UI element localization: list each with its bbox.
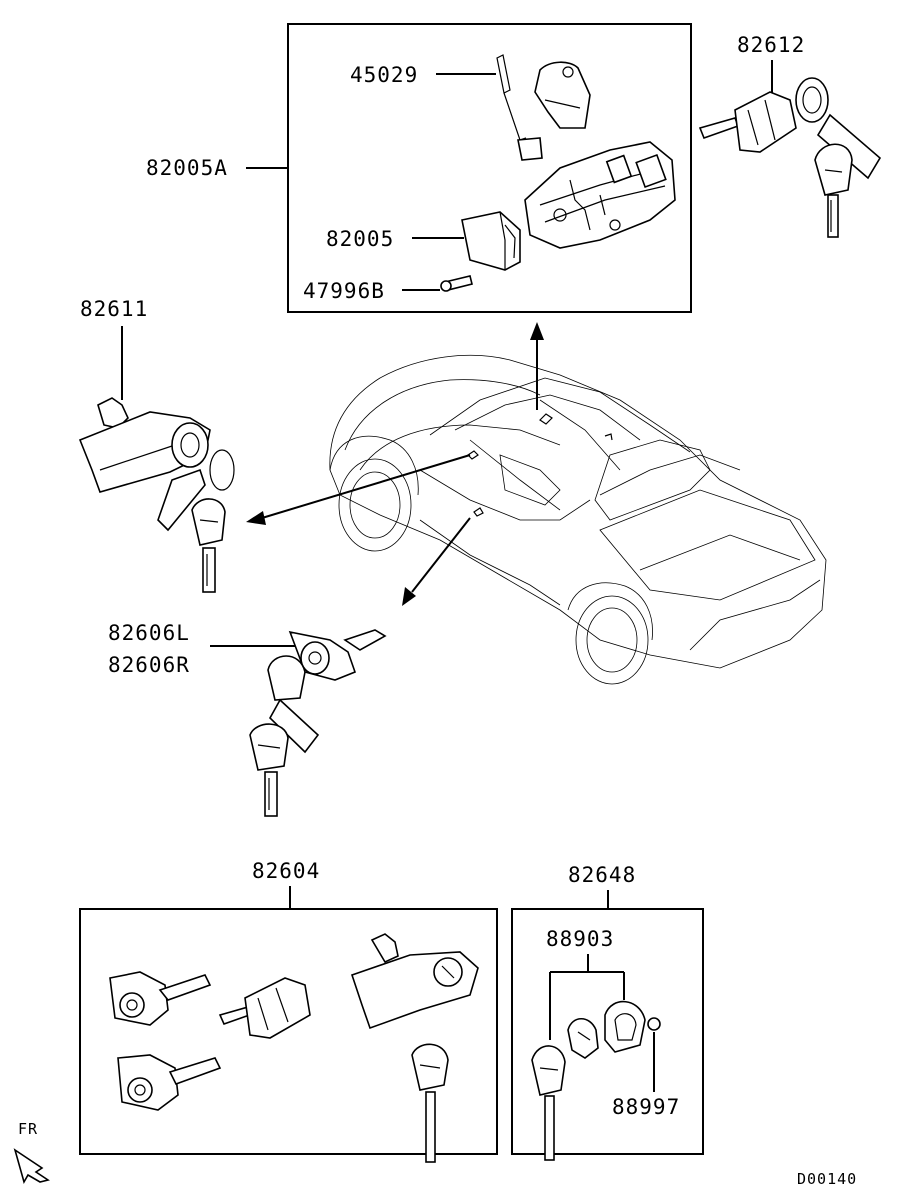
label-88903: 88903 — [546, 927, 614, 951]
lock-set-box-82604: 82604 — [79, 859, 498, 1163]
label-88997: 88997 — [612, 1095, 680, 1119]
handle-and-keys-82611: 82611 — [78, 297, 235, 593]
arrowhead-up — [530, 322, 544, 340]
label-82604: 82604 — [252, 859, 320, 883]
label-82606L: 82606L — [108, 621, 190, 645]
label-82612: 82612 — [737, 33, 805, 57]
label-82606R: 82606R — [108, 653, 190, 677]
location-arrows — [246, 322, 544, 606]
arrow-to-door-lock — [411, 517, 471, 593]
cylinder-and-keys-82612: 82612 — [698, 33, 882, 238]
lock-set-frame — [79, 908, 498, 1155]
label-45029: 45029 — [350, 63, 418, 87]
figure-code: D00140 — [797, 1170, 857, 1187]
fr-label: FR — [18, 1120, 38, 1138]
transponder-frame — [511, 908, 704, 1155]
front-orientation-mark: FR — [13, 1120, 50, 1185]
arrowhead-down-left — [402, 587, 416, 606]
label-82005: 82005 — [326, 227, 394, 251]
arrow-to-handle — [261, 454, 471, 519]
ignition-labels: 45029 82005A 82005 47996B — [146, 63, 496, 303]
front-arrow-icon — [13, 1148, 50, 1185]
ignition-assembly-box — [287, 23, 692, 313]
label-82611: 82611 — [80, 297, 148, 321]
label-47996B: 47996B — [303, 279, 385, 303]
vehicle-outline — [329, 354, 827, 685]
transponder-box-82648: 82648 88903 88997 — [511, 863, 704, 1161]
arrowhead-left — [246, 511, 266, 525]
label-82005A: 82005A — [146, 156, 228, 180]
door-lock-and-keys-82606: 82606L 82606R — [108, 621, 387, 817]
label-82648: 82648 — [568, 863, 636, 887]
